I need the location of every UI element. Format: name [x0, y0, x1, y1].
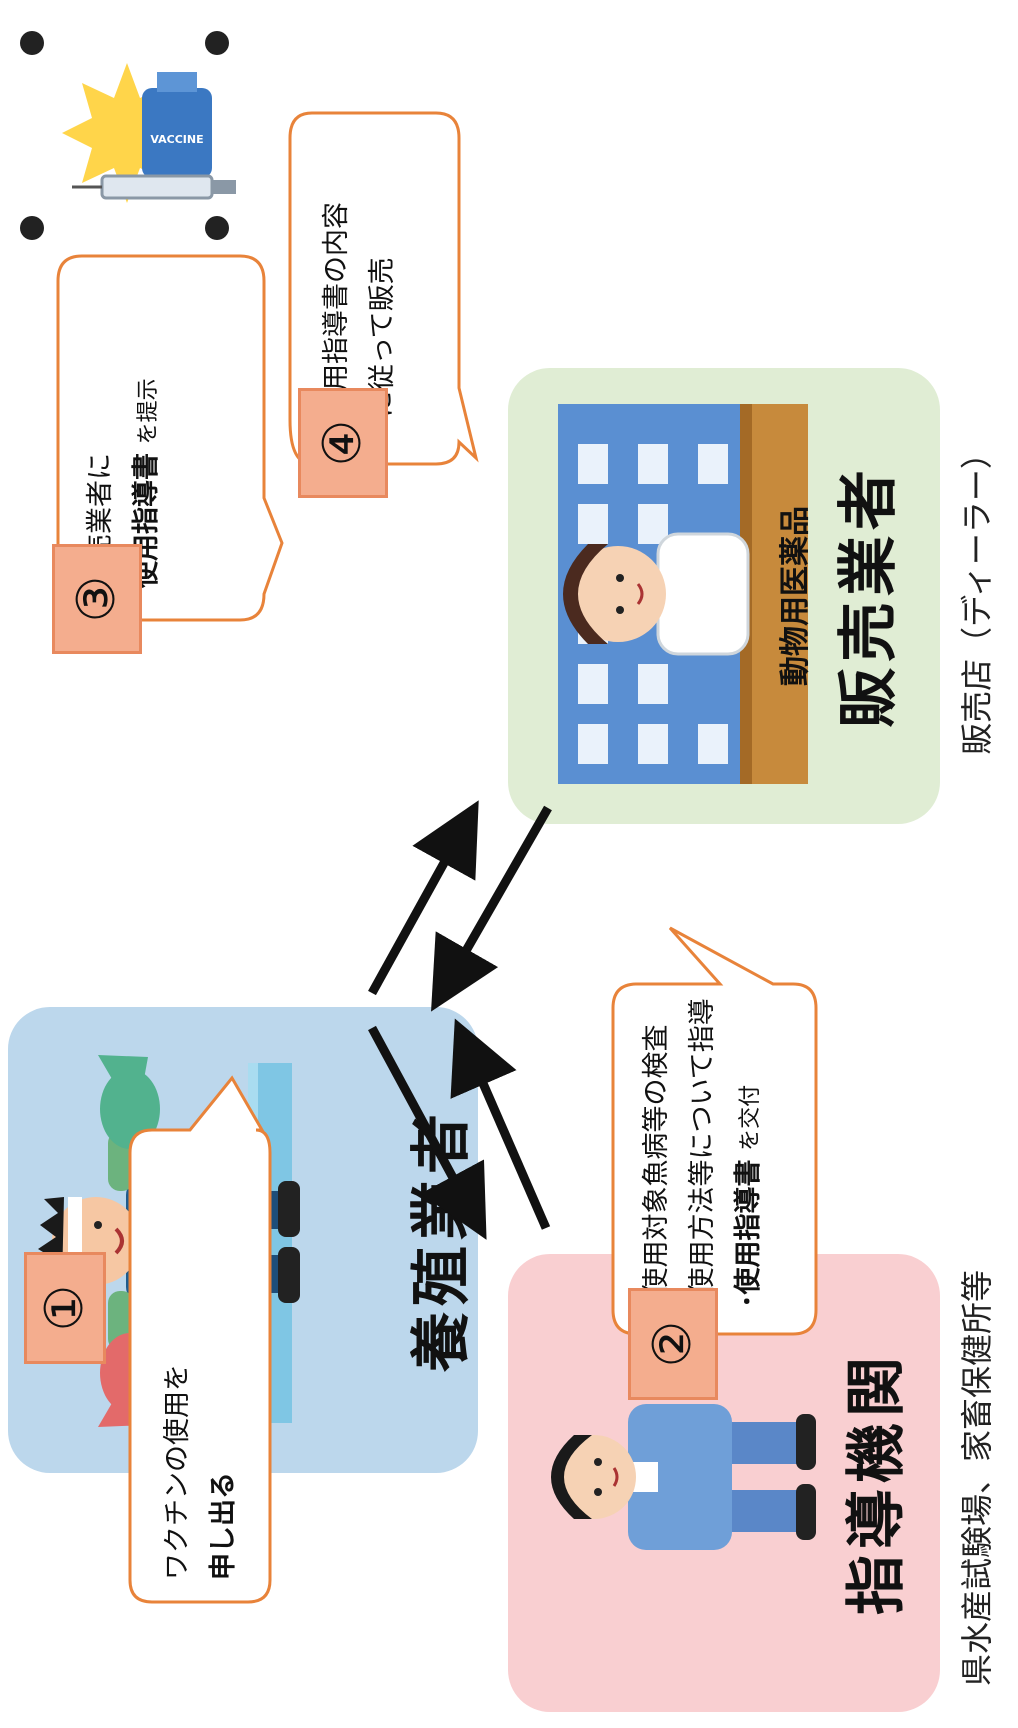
- step-1-number-text: ①: [35, 1284, 95, 1332]
- step-4-line-2: に従って販売: [367, 257, 398, 418]
- arrow-guidance-to-farmer: [450, 1018, 551, 1230]
- arrow-farmer-to-guidance: [368, 1025, 487, 1240]
- step-3-line-2-tail: を提示: [136, 378, 161, 445]
- dealer-panel: 動物用医薬品 販売業者: [508, 368, 940, 824]
- step-4-line-1: 使用指導書の内容: [321, 202, 352, 418]
- bubble-step-1: [128, 1075, 272, 1604]
- guidance-panel: 指導機関: [508, 1254, 940, 1712]
- step-1-text: ワクチンの使用を 申し出る: [155, 1364, 247, 1580]
- step-2-number: ②: [628, 1288, 718, 1400]
- step-1-line-2: 申し出る: [208, 1472, 239, 1580]
- step-4-number: ④: [298, 388, 388, 498]
- pharmacist-illustration: [558, 404, 808, 784]
- step-2-line-1: ･使用対象魚病等の検査: [641, 1024, 672, 1309]
- step-4-text: 使用指導書の内容 に従って販売: [314, 202, 406, 418]
- vaccine-label: VACCINE: [150, 133, 203, 146]
- step-4-number-text: ④: [313, 419, 373, 467]
- step-2-number-text: ②: [643, 1320, 703, 1368]
- step-3-number: ③: [52, 544, 142, 654]
- official-illustration: [551, 1404, 816, 1550]
- vaccine-illustration: VACCINE: [20, 31, 236, 240]
- step-2-line-2: ･使用方法等について指導: [687, 998, 718, 1308]
- arrow-farmer-to-dealer: [368, 800, 479, 996]
- arrow-dealer-to-farmer: [431, 805, 552, 1012]
- step-2-line-3-bold: ･使用指導書: [733, 1159, 764, 1309]
- step-1-number: ①: [24, 1252, 106, 1364]
- step-2-text: ･使用対象魚病等の検査 ･使用方法等について指導 ･使用指導書 を交付: [634, 998, 774, 1308]
- step-3-number-text: ③: [67, 575, 127, 623]
- step-2-line-3: ･使用指導書 を交付: [726, 998, 774, 1308]
- step-1-line-1: ワクチンの使用を: [162, 1364, 193, 1580]
- step-2-line-3-tail: を交付: [738, 1084, 763, 1151]
